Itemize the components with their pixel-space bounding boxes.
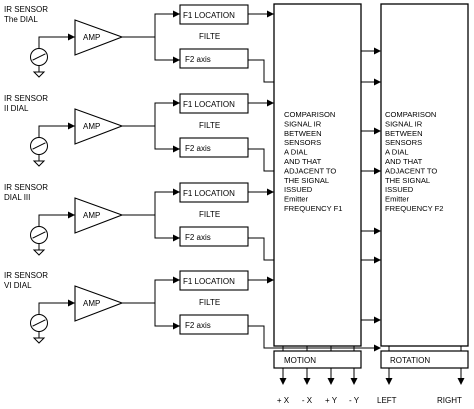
comparison-text-line: AND THAT <box>284 157 322 166</box>
sensor-symbol-slash <box>32 319 46 327</box>
comparison-text-line: Emitter <box>284 195 309 204</box>
comparison-text-line: FREQUENCY F1 <box>284 204 343 213</box>
motion-label: MOTION <box>284 356 316 365</box>
comparison-text-line: SIGNAL IR <box>385 119 423 128</box>
comparison-f1-block <box>273 3 362 347</box>
comparison-text-line: BETWEEN <box>284 129 322 138</box>
comparison-text-line: AND THAT <box>385 157 423 166</box>
amp-label: AMP <box>83 211 100 220</box>
motion-output-label: - X <box>302 396 313 405</box>
f1-location-label: F1 LOCATION <box>183 189 235 198</box>
comparison-text-line: ISSUED <box>385 185 414 194</box>
sensor-label-line2: II DIAL <box>4 104 29 113</box>
comparison-text-line: ADJACENT TO <box>284 166 336 175</box>
ground-symbol <box>32 249 46 256</box>
comparison-text-line: A DIAL <box>385 148 409 157</box>
filte-label: FILTE <box>199 32 220 41</box>
f2-axis-box <box>179 314 249 335</box>
sensor-label-line2: DIAL III <box>4 193 30 202</box>
comparison-text-line: BETWEEN <box>385 129 423 138</box>
sensor-label-line1: IR SENSOR <box>4 183 48 192</box>
comparison-text-line: Emitter <box>385 195 410 204</box>
rotation-outputs: LEFT RIGHT <box>377 346 465 405</box>
filte-label: FILTE <box>199 210 220 219</box>
amp-triangle <box>74 197 124 234</box>
f2-axis-label: F2 axis <box>185 321 211 330</box>
sensor-symbol-slash <box>32 231 46 239</box>
comparison-text-line: A DIAL <box>284 148 308 157</box>
comparison-text-line: THE SIGNAL <box>385 176 430 185</box>
motion-output-label: - Y <box>349 396 360 405</box>
f2-axis-label: F2 axis <box>185 233 211 242</box>
sensor-label-line2: The DIAL <box>4 15 38 24</box>
f2-axis-label: F2 axis <box>185 55 211 64</box>
sensor-label-line1: IR SENSOR <box>4 94 48 103</box>
sensor-symbol-slash <box>32 53 46 61</box>
ground-symbol <box>32 71 46 78</box>
motion-output-label: + X <box>277 396 290 405</box>
comparison-text-line: COMPARISON <box>385 110 436 119</box>
comparison-text-line: FREQUENCY F2 <box>385 204 444 213</box>
comparison-text-line: THE SIGNAL <box>284 176 329 185</box>
comparison-f2-block <box>380 3 469 347</box>
ground-symbol <box>32 337 46 344</box>
comparison-text-line: ISSUED <box>284 185 313 194</box>
f2-axis-box <box>179 137 249 158</box>
comparison-text-line: SENSORS <box>385 138 422 147</box>
comparison-text-line: COMPARISON <box>284 110 335 119</box>
rotation-output-label: LEFT <box>377 396 397 405</box>
sensor-label-line2: VI DIAL <box>4 281 32 290</box>
f1-location-label: F1 LOCATION <box>183 100 235 109</box>
sensor-label-line1: IR SENSOR <box>4 5 48 14</box>
motion-outputs: + X - X + Y - Y <box>277 346 360 405</box>
comparison-text-line: SENSORS <box>284 138 321 147</box>
rotation-label: ROTATION <box>390 356 430 365</box>
motion-block <box>273 350 362 369</box>
amp-label: AMP <box>83 33 100 42</box>
ground-symbol <box>32 160 46 167</box>
motion-output-label: + Y <box>325 396 338 405</box>
f2-axis-box <box>179 48 249 69</box>
f1-location-label: F1 LOCATION <box>183 11 235 20</box>
comparison-text-line: ADJACENT TO <box>385 166 437 175</box>
amp-label: AMP <box>83 122 100 131</box>
inter-block-arrows <box>361 47 381 324</box>
amp-triangle <box>74 108 124 145</box>
filte-label: FILTE <box>199 121 220 130</box>
sensor-label-line1: IR SENSOR <box>4 271 48 280</box>
f2-axis-label: F2 axis <box>185 144 211 153</box>
filte-label: FILTE <box>199 298 220 307</box>
rotation-output-label: RIGHT <box>437 396 462 405</box>
rotation-block <box>380 350 469 369</box>
f2-axis-box <box>179 226 249 247</box>
amp-triangle <box>74 19 124 56</box>
comparison-text-line: SIGNAL IR <box>284 119 322 128</box>
sensor-symbol-slash <box>32 142 46 150</box>
amp-triangle <box>74 285 124 322</box>
f1-location-label: F1 LOCATION <box>183 277 235 286</box>
amp-label: AMP <box>83 299 100 308</box>
